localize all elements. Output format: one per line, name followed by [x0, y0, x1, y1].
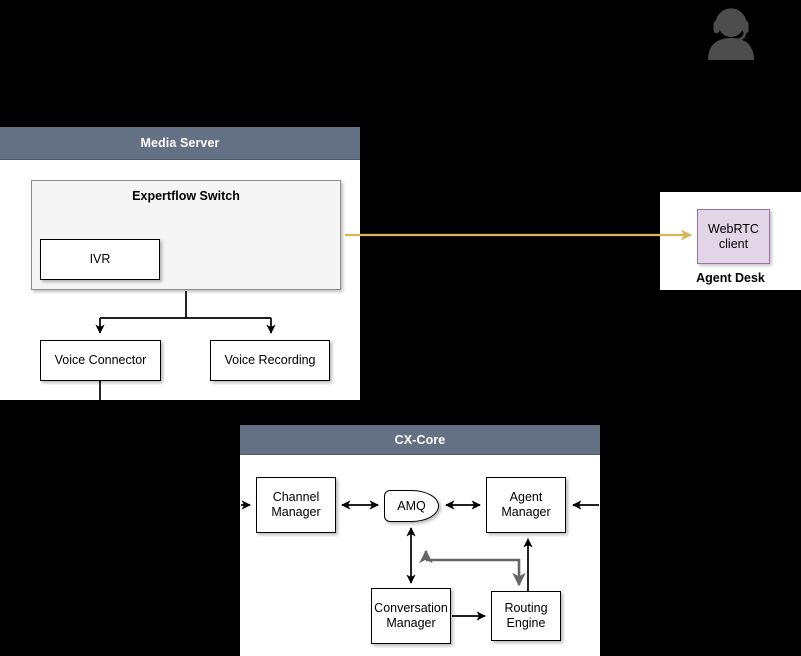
- node-webrtc-client[interactable]: WebRTC client: [697, 209, 770, 264]
- node-voice-connector[interactable]: Voice Connector: [40, 340, 161, 381]
- node-conversation-manager[interactable]: Conversation Manager: [371, 588, 451, 644]
- node-channel-manager[interactable]: Channel Manager: [256, 477, 336, 533]
- media-server-header: Media Server: [0, 127, 360, 160]
- agent-desk-label: Agent Desk: [696, 271, 765, 285]
- node-amq[interactable]: AMQ: [384, 490, 439, 522]
- node-routing-engine[interactable]: Routing Engine: [491, 591, 561, 641]
- node-ivr[interactable]: IVR: [40, 239, 160, 280]
- expertflow-switch-title: Expertflow Switch: [132, 189, 240, 203]
- node-agent-manager[interactable]: Agent Manager: [486, 477, 566, 533]
- node-voice-recording[interactable]: Voice Recording: [210, 340, 330, 381]
- expertflow-switch-group: Expertflow Switch: [31, 180, 341, 290]
- agent-headset-avatar-icon: [708, 8, 754, 60]
- cx-core-header: CX-Core: [240, 425, 600, 455]
